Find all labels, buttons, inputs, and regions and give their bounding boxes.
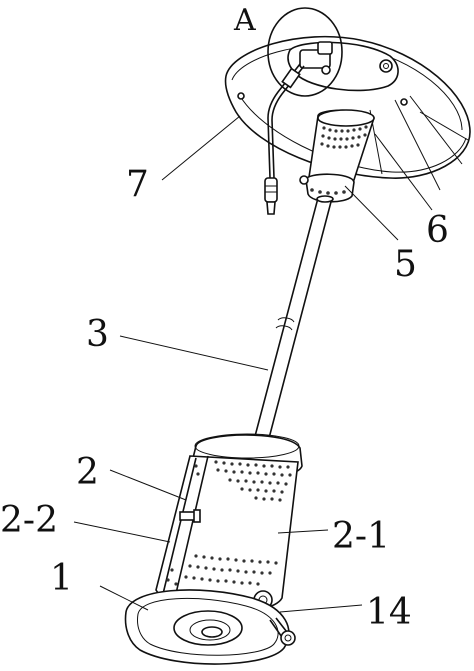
heater-base (124, 589, 296, 665)
support-pole (252, 195, 334, 443)
callout-5: 5 (394, 244, 417, 285)
callout-3: 3 (86, 314, 109, 355)
detail-circle-a (267, 7, 343, 97)
callout-6: 6 (426, 210, 449, 251)
callout-a: A (233, 3, 256, 38)
leader-2 (109, 469, 187, 501)
callout-7: 7 (126, 164, 149, 205)
leader-3 (119, 335, 269, 371)
leader-7 (161, 115, 241, 181)
leader-6 (374, 133, 433, 211)
callout-14: 14 (366, 592, 412, 633)
leader-5 (344, 185, 399, 241)
tank-housing (155, 433, 303, 613)
callout-2: 2 (76, 452, 99, 493)
callout-1: 1 (50, 558, 73, 599)
callout-2-1: 2-1 (332, 516, 390, 557)
leader-2-2 (73, 521, 171, 543)
leader-lines (73, 115, 433, 613)
callout-2-2: 2-2 (0, 500, 58, 541)
callout-labels: A 7 6 5 3 2 2-2 2-1 1 14 (0, 3, 449, 633)
igniter-rod (264, 63, 305, 215)
leader-14 (279, 604, 363, 613)
leader-2-1 (277, 529, 329, 534)
leader-1 (99, 585, 149, 611)
burner-head (299, 109, 375, 203)
